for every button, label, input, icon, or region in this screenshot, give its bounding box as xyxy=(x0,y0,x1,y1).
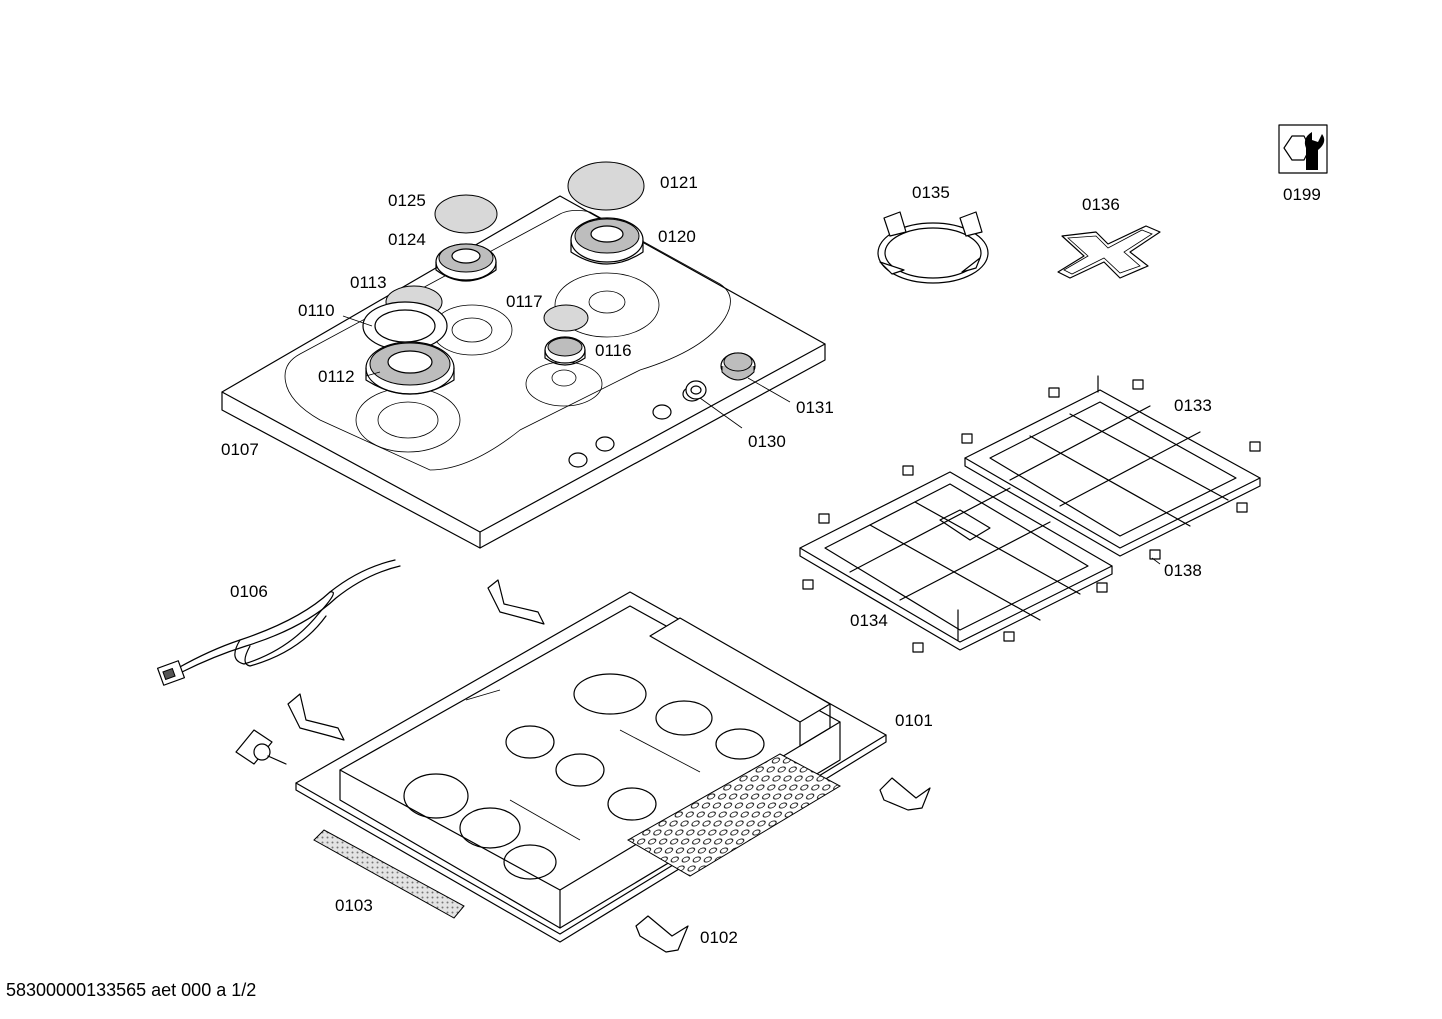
clamp-0102 xyxy=(635,777,931,953)
label-0125: 0125 xyxy=(388,191,426,210)
cooktop-plate xyxy=(221,195,826,549)
label-0136: 0136 xyxy=(1082,195,1120,214)
label-0121: 0121 xyxy=(660,173,698,192)
label-0131: 0131 xyxy=(796,398,834,417)
label-0107: 0107 xyxy=(221,440,259,459)
leader-lines xyxy=(342,315,1161,565)
label-0138: 0138 xyxy=(1164,561,1202,580)
burner-head-0120 xyxy=(570,217,644,265)
control-knob-0131 xyxy=(720,352,756,381)
wrench-nut-icon xyxy=(1278,124,1328,174)
mounting-bracket-left xyxy=(287,693,345,741)
label-0116: 0116 xyxy=(595,341,632,360)
pan-support-right-0133 xyxy=(964,375,1261,557)
label-0130: 0130 xyxy=(748,432,786,451)
label-0117: 0117 xyxy=(506,292,543,311)
label-0120: 0120 xyxy=(658,227,696,246)
label-0133: 0133 xyxy=(1174,396,1212,415)
label-0135: 0135 xyxy=(912,183,950,202)
label-0102: 0102 xyxy=(700,928,738,947)
knob-spindle-0130 xyxy=(685,380,707,400)
burner-head-0124 xyxy=(435,243,497,282)
mains-cable-0106 xyxy=(156,559,401,686)
burner-cap-0117 xyxy=(543,304,589,332)
burner-ring-0110 xyxy=(362,301,448,351)
label-0103: 0103 xyxy=(335,896,373,915)
burner-head-0116 xyxy=(544,336,586,366)
label-0106: 0106 xyxy=(230,582,268,601)
seal-strip-0103 xyxy=(313,829,465,919)
label-0112: 0112 xyxy=(318,367,355,386)
mounting-bracket-upper xyxy=(487,579,545,625)
base-tray-0101 xyxy=(295,591,887,943)
label-0113: 0113 xyxy=(350,273,387,292)
label-0110: 0110 xyxy=(298,301,335,320)
label-0101: 0101 xyxy=(895,711,933,730)
wok-ring-0135 xyxy=(877,211,989,284)
label-0199: 0199 xyxy=(1283,185,1321,204)
rubber-feet-0138 xyxy=(802,379,1261,653)
igniter-switch xyxy=(235,729,287,765)
pan-support-left-0134 xyxy=(799,471,1113,651)
burner-head-0112 xyxy=(365,341,455,395)
simmer-plate-0136 xyxy=(1057,225,1161,279)
label-0134: 0134 xyxy=(850,611,888,630)
burner-cap-0121 xyxy=(567,161,645,211)
label-0124: 0124 xyxy=(388,230,426,249)
drawing-reference-number: 58300000133565 aet 000 a 1/2 xyxy=(6,980,257,1000)
burner-cap-0125 xyxy=(434,194,498,234)
